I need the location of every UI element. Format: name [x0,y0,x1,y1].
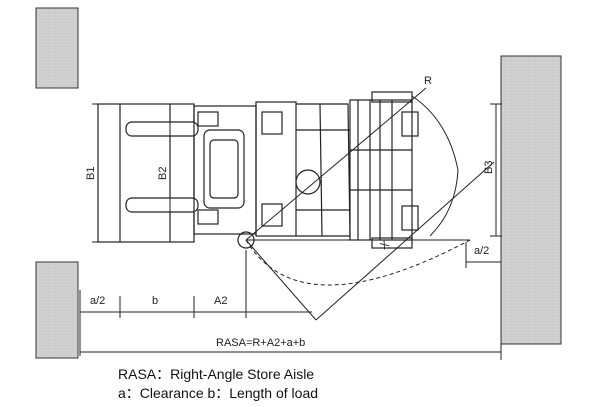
caption-clearance-definition: a：Clearance b：Length of load [118,385,319,401]
forklift-body [193,91,419,249]
horizontal-dimensions [79,250,502,360]
caption-rasa-definition: RASA：Right-Angle Store Aisle [118,366,315,382]
right-rack [500,55,562,345]
radius-lines [245,87,495,321]
label-a-half-left: a/2 [90,295,105,307]
label-b: b [152,295,158,307]
label-rasa: RASA=R+A2+a+b [216,337,305,349]
label-r: R [424,75,432,87]
label-b1: B1 [85,167,97,180]
label-b2: B2 [157,167,169,180]
forks [125,121,199,213]
left-lower-rack [35,261,79,359]
right-clearance-dimension [465,242,501,268]
vertical-dimensions [92,103,502,243]
left-upper-rack [35,7,79,89]
label-b3: B3 [483,161,495,174]
label-a2: A2 [214,295,227,307]
label-a-half-right: a/2 [474,245,489,257]
turning-arcs [245,95,471,286]
